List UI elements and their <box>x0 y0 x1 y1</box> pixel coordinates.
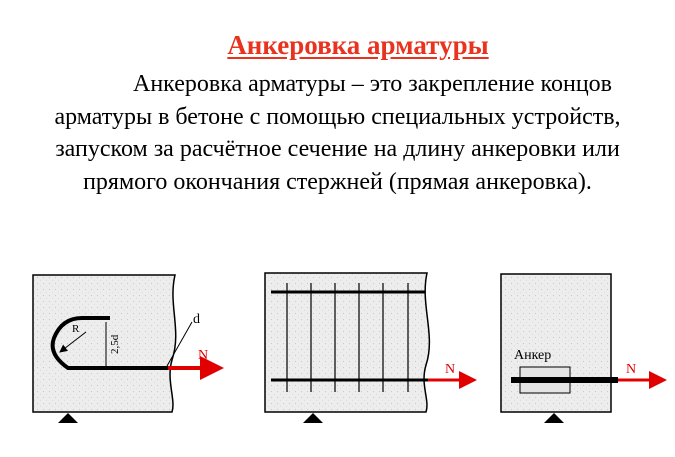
force-label-3: N <box>626 362 636 377</box>
anchor-label: Анкер <box>514 348 551 363</box>
support-triangle-2 <box>303 413 323 423</box>
radius-line <box>59 331 87 353</box>
concrete-block-1 <box>32 274 177 413</box>
support-triangle-1 <box>58 413 78 423</box>
slide-title: Анкеровка арматуры <box>227 30 489 60</box>
length-label: 2,5d <box>109 334 121 354</box>
support-triangle-3 <box>544 413 564 423</box>
force-label-1: N <box>198 348 208 363</box>
force-label-2: N <box>445 362 455 377</box>
paragraph-line-2: арматуры в бетоне с помощью специальных … <box>54 103 621 130</box>
concrete-block-2 <box>264 272 431 413</box>
figure-hook-anchorage: R 2,5d d N <box>32 274 224 423</box>
paragraph-line-1: Анкеровка арматуры – это закрепление кон… <box>132 71 612 97</box>
diameter-leader <box>166 321 193 367</box>
figure-straight-anchorage: N <box>264 272 477 423</box>
figure-mechanical-anchor: Анкер N <box>500 273 667 423</box>
hooked-bar <box>50 316 168 370</box>
paragraph-line-3: запуском за расчётное сечение на длину а… <box>55 136 620 162</box>
diameter-label: d <box>193 312 200 327</box>
definition-paragraph: Анкеровка арматуры – это закрепление кон… <box>0 68 675 198</box>
paragraph-line-4: прямого окончания стержней (прямая анкер… <box>83 168 592 195</box>
radius-label: R <box>72 323 80 335</box>
transverse-bars <box>286 283 409 392</box>
